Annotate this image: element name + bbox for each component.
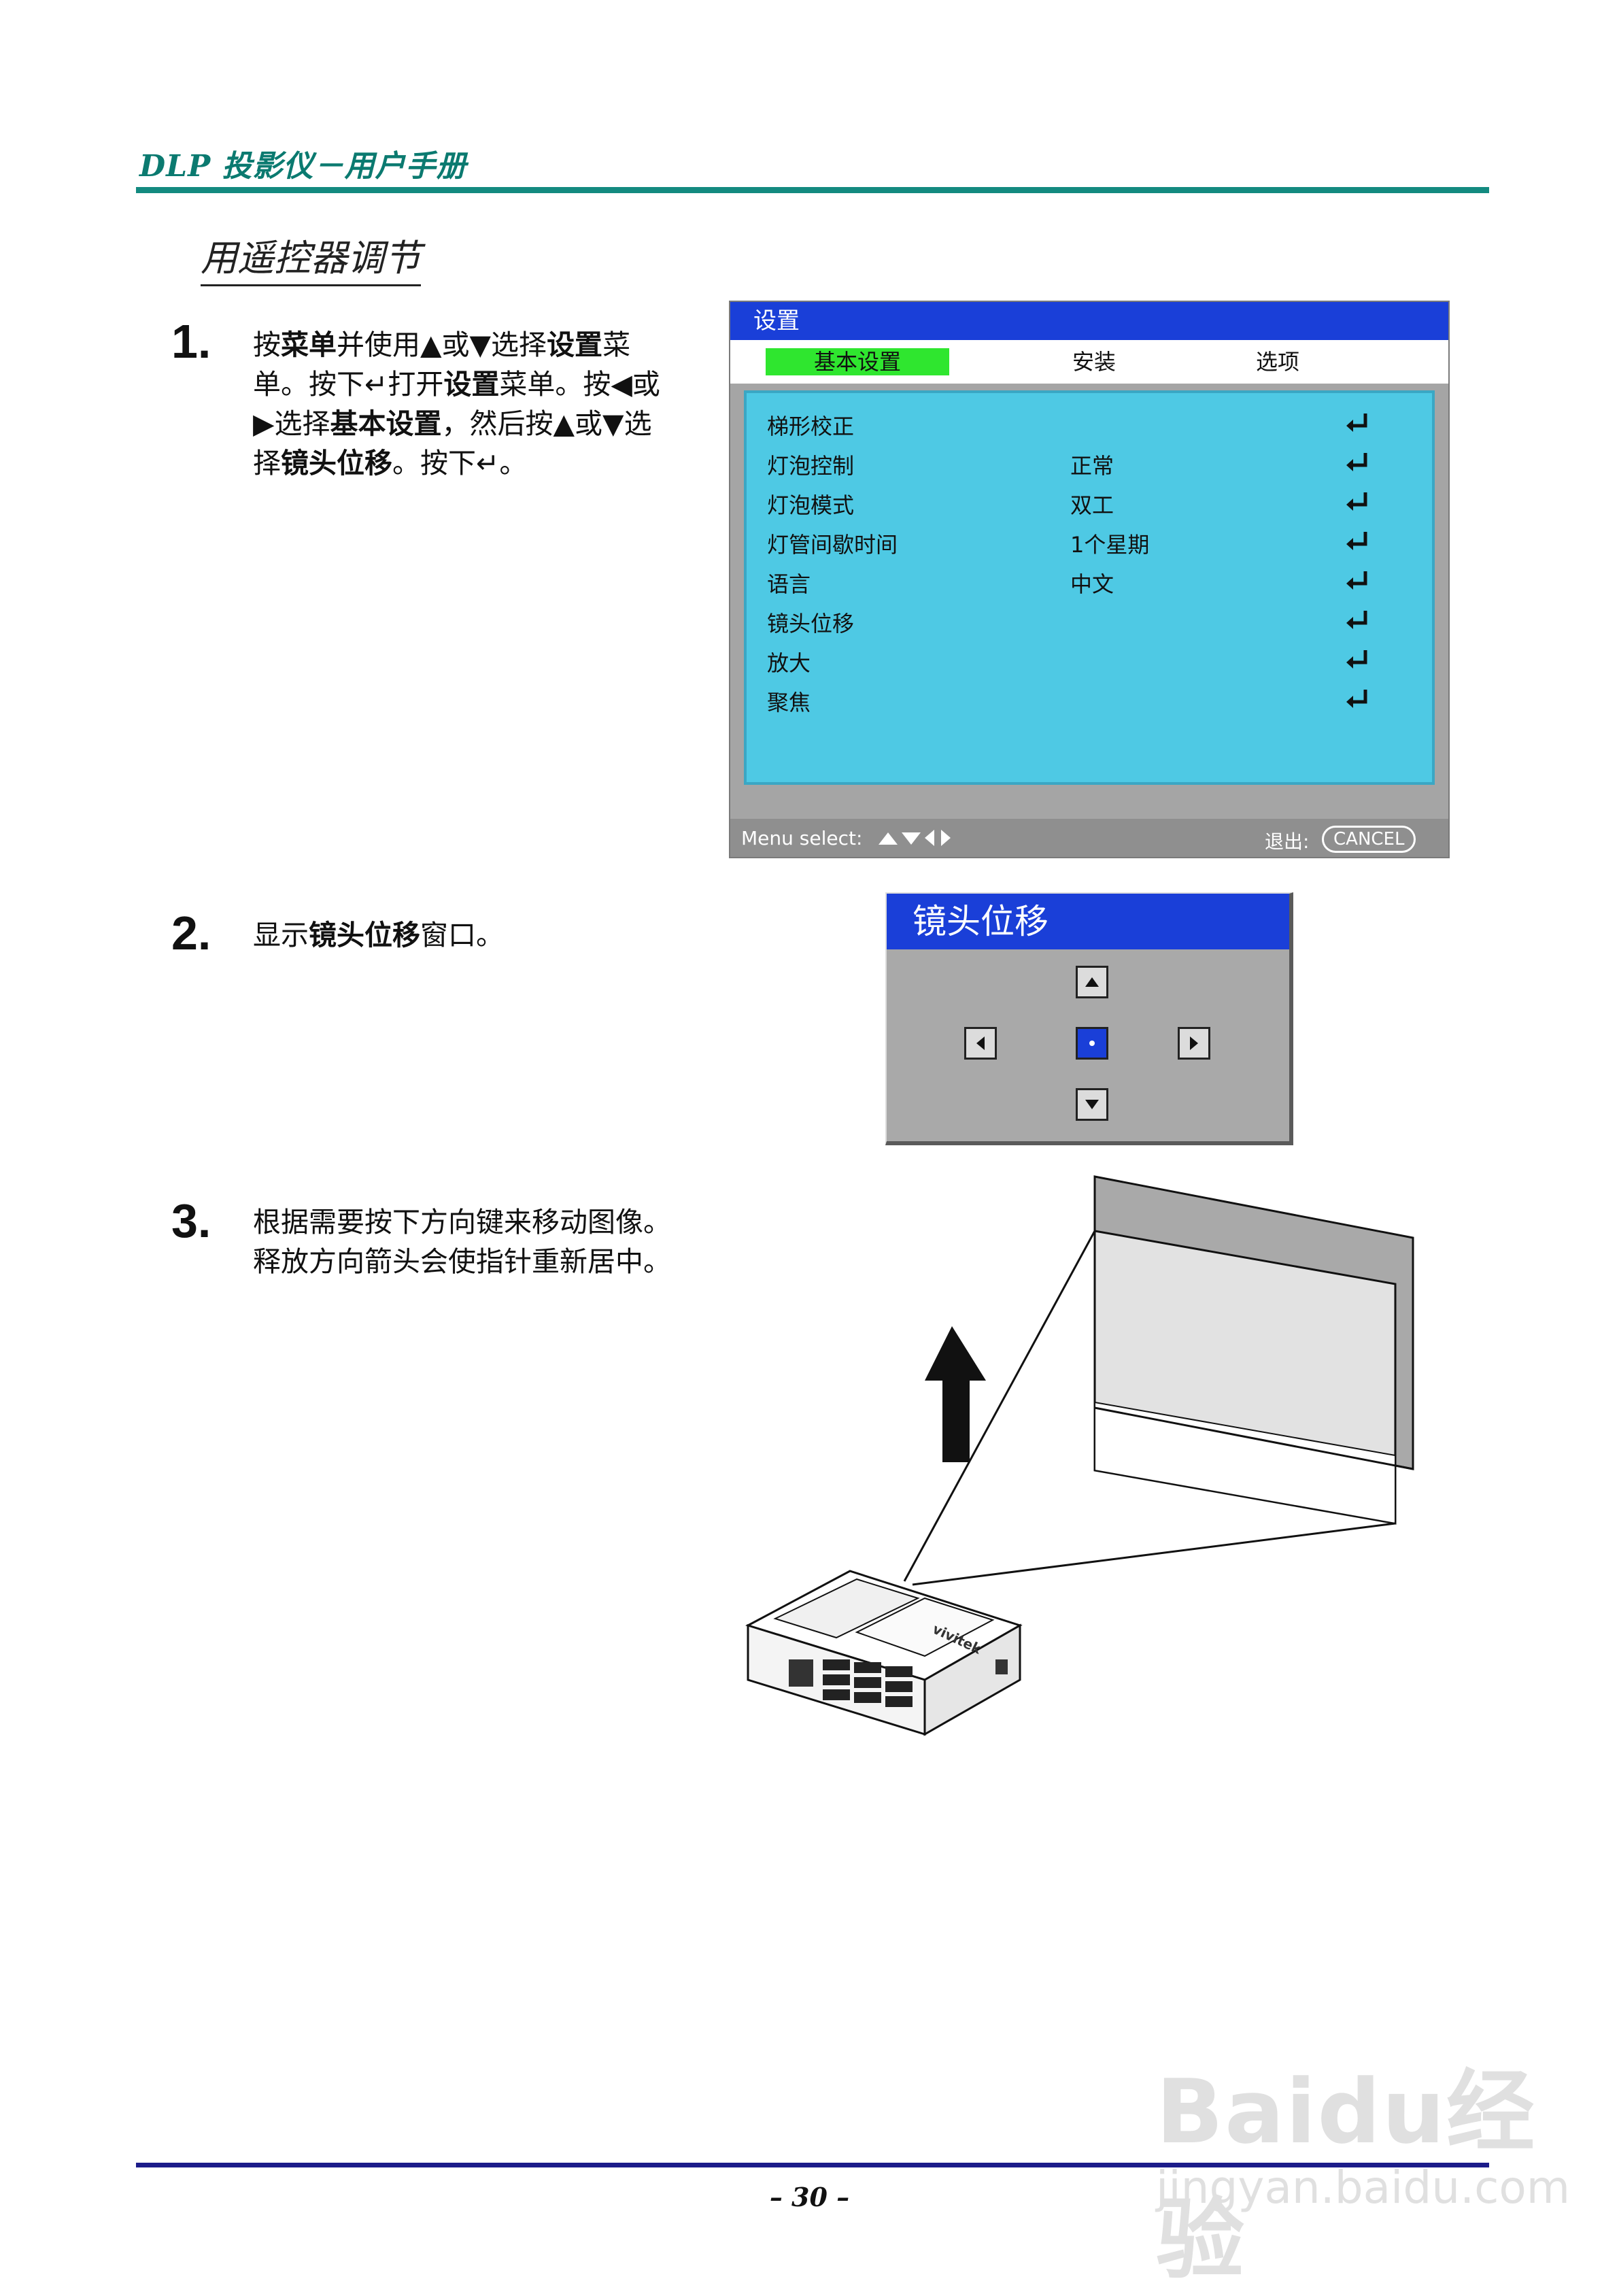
menu-select-hint: Menu select:: [741, 827, 863, 849]
osd-row-label: 灯管间歇时间: [767, 532, 898, 558]
header-divider: [136, 187, 1489, 193]
footer-divider: [136, 2163, 1489, 2167]
step-bold-term: 设置: [443, 368, 500, 401]
enter-icon: [1346, 413, 1367, 432]
cancel-button[interactable]: CANCEL: [1322, 826, 1416, 853]
direction-arrows-icon: [879, 830, 951, 846]
arrow-up-icon: [1085, 977, 1099, 987]
tab-install[interactable]: 安装: [1072, 349, 1116, 375]
enter-icon: [1346, 453, 1367, 471]
osd-row-label: 梯形校正: [767, 413, 855, 439]
step-text-fragment: 菜单。按下↵打开: [253, 328, 631, 401]
osd-row-lamp-interval[interactable]: 灯管间歇时间 1个星期: [747, 522, 1432, 560]
step-1-text: 按菜单并使用▲或▼选择设置菜单。按下↵打开设置菜单。按◀或▶选择基本设置，然后按…: [253, 325, 675, 483]
enter-icon: [1346, 690, 1367, 708]
lens-right-button[interactable]: [1178, 1027, 1210, 1060]
center-dot-icon: [1089, 1041, 1095, 1046]
osd-row-label: 放大: [767, 650, 811, 676]
step-2-text: 显示镜头位移窗口。: [253, 915, 675, 955]
osd-title-bar: 设置: [730, 302, 1448, 340]
enter-icon: [1346, 532, 1367, 550]
osd-footer-bar: Menu select: 退出: CANCEL: [730, 819, 1448, 857]
enter-icon: [1346, 492, 1367, 511]
lens-left-button[interactable]: [964, 1027, 997, 1060]
step-3-number: 3.: [171, 1194, 211, 1247]
step-text-fragment: 显示: [253, 919, 309, 951]
step-bold-term: 菜单: [281, 328, 337, 361]
tab-basic-settings[interactable]: 基本设置: [766, 348, 949, 375]
step-text-fragment: 并使用▲或▼选择: [337, 328, 547, 361]
projector-body: vivitek: [745, 1570, 1023, 1736]
projection-beam-lines: [903, 1230, 1396, 1586]
tab-options[interactable]: 选项: [1255, 349, 1299, 375]
osd-row-label: 灯泡模式: [767, 492, 855, 518]
arrow-down-icon: [1085, 1100, 1099, 1109]
osd-row-lamp-control[interactable]: 灯泡控制 正常: [747, 443, 1432, 482]
osd-row-label: 聚焦: [767, 690, 811, 715]
baidu-watermark-logo: Baidu经验: [1156, 2060, 1536, 2291]
lens-up-button[interactable]: [1076, 966, 1108, 998]
step-bold-term: 镜头位移: [309, 919, 420, 951]
enter-icon: [1346, 611, 1367, 629]
osd-row-lens-shift[interactable]: 镜头位移: [747, 601, 1432, 639]
osd-row-lamp-mode[interactable]: 灯泡模式 双工: [747, 483, 1432, 521]
page-number: – 30 –: [769, 2182, 850, 2212]
enter-icon: [1346, 650, 1367, 669]
step-text-fragment: 按: [253, 328, 281, 361]
settings-osd-menu: 设置 基本设置 安装 选项 梯形校正 灯泡控制 正常 灯泡模式 双工 灯管间歇时…: [729, 301, 1450, 858]
step-2-number: 2.: [171, 907, 211, 960]
header-title: DLP 投影仪－用户手册: [139, 149, 467, 184]
lens-shift-title: 镜头位移: [887, 894, 1289, 949]
projection-screen: [1093, 1175, 1414, 1525]
enter-icon: [1346, 571, 1367, 590]
step-bold-term: 设置: [547, 328, 603, 361]
osd-row-language[interactable]: 语言 中文: [747, 562, 1432, 600]
osd-row-value: 中文: [1070, 571, 1114, 597]
osd-row-focus[interactable]: 聚焦: [747, 680, 1432, 718]
osd-row-label: 灯泡控制: [767, 453, 855, 479]
lens-center-button[interactable]: [1076, 1027, 1108, 1060]
step-text-fragment: ，然后按▲或▼选择: [253, 407, 652, 479]
baidu-watermark-url: jingyan.baidu.com: [1156, 2161, 1571, 2214]
arrow-left-icon: [976, 1036, 985, 1050]
step-text-fragment: 窗口。: [420, 919, 504, 951]
shift-up-arrow-icon: [925, 1326, 986, 1462]
arrow-right-icon: [1190, 1036, 1198, 1050]
osd-settings-panel: 梯形校正 灯泡控制 正常 灯泡模式 双工 灯管间歇时间 1个星期 语言 中文 镜…: [744, 390, 1435, 785]
step-text-fragment: 根据需要按下方向键来移动图像。释放方向箭头会使指针重新居中。: [253, 1206, 671, 1278]
lens-shift-window: 镜头位移: [885, 892, 1293, 1145]
osd-row-zoom[interactable]: 放大: [747, 641, 1432, 679]
step-3-text: 根据需要按下方向键来移动图像。释放方向箭头会使指针重新居中。: [253, 1202, 675, 1281]
osd-row-value: 1个星期: [1070, 532, 1150, 558]
exit-label: 退出:: [1265, 830, 1310, 853]
step-text-fragment: 菜单。按◀或▶选择: [253, 368, 660, 440]
osd-row-keystone[interactable]: 梯形校正: [747, 404, 1432, 442]
step-1-number: 1.: [171, 315, 211, 368]
osd-row-value: 双工: [1070, 492, 1114, 518]
lens-down-button[interactable]: [1076, 1088, 1108, 1121]
step-bold-term: 镜头位移: [281, 447, 392, 479]
step-text-fragment: 。按下↵。: [392, 447, 528, 479]
osd-row-value: 正常: [1070, 453, 1114, 479]
projector-illustration: vivitek: [745, 1175, 1414, 1736]
osd-tab-bar: 基本设置 安装 选项: [730, 340, 1448, 384]
section-title: 用遥控器调节: [201, 228, 421, 286]
osd-row-label: 语言: [767, 571, 811, 597]
osd-row-label: 镜头位移: [767, 611, 855, 637]
step-bold-term: 基本设置: [330, 407, 442, 440]
